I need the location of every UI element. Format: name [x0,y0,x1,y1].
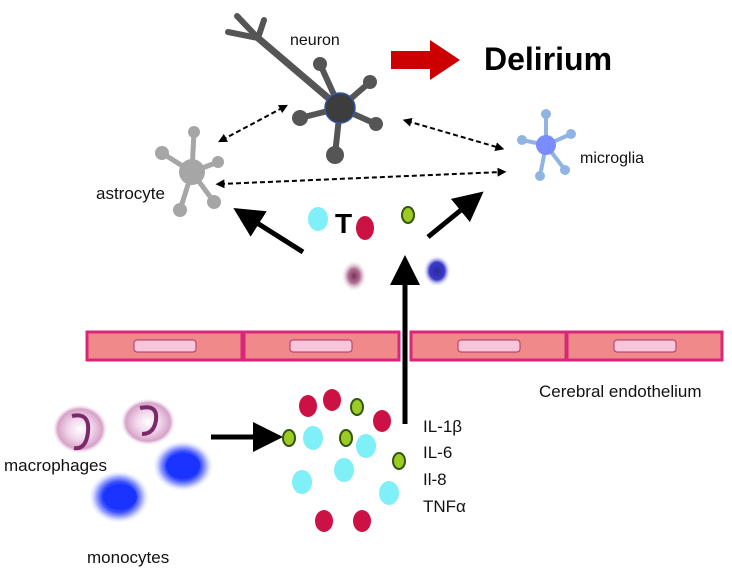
arrow-to-astrocyte [233,207,305,255]
t-cell-label: T [335,208,353,239]
cerebral-endothelium [85,330,724,362]
neuron-microglia-link [402,117,505,152]
brain-immune-cells [308,206,451,292]
astrocyte-cell [155,126,224,217]
astrocyte-neuron-link [218,104,288,143]
delirium-label: Delirium [484,41,613,77]
astrocyte-label: astrocyte [96,184,165,203]
astrocyte-microglia-link [215,167,507,189]
delirium-arrow [391,40,460,80]
endothelium-label: Cerebral endothelium [539,382,702,401]
cytokine-particles [282,389,406,532]
monocytes-label: monocytes [87,548,170,567]
cytokine-il1b: IL-1β [423,417,463,436]
arrow-to-microglia [426,191,484,239]
cytokine-il8: Il-8 [423,470,447,489]
macrophages-label: macrophages [4,456,108,475]
cytokine-tnfa: TNFα [423,497,466,516]
neuron-cell [225,13,383,164]
macrophage-cells [52,398,176,454]
microglia-cell [517,109,576,181]
monocyte-cells [88,440,214,524]
microglia-label: microglia [580,150,645,167]
neuron-label: neuron [290,32,340,49]
cytokine-il6: IL-6 [423,443,453,462]
